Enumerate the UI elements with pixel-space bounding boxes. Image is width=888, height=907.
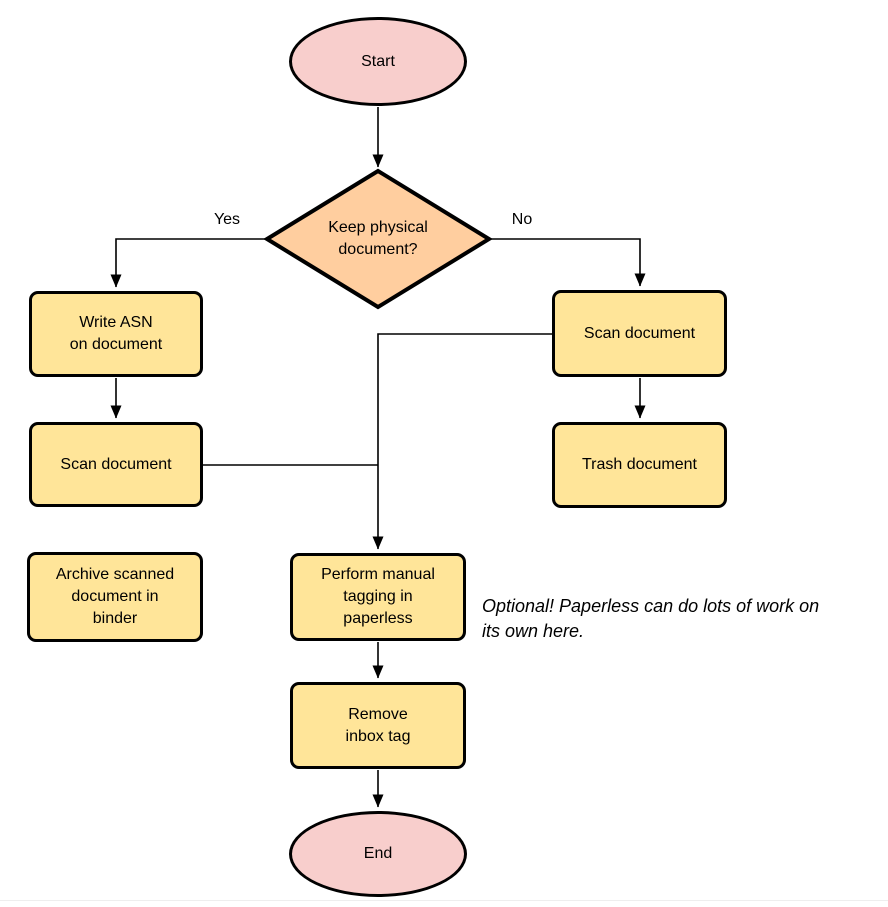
edge-decision-yes-to-write-asn: [110, 238, 267, 288]
node-scan-document-left: Scan document: [29, 422, 203, 507]
node-remove-inbox-tag: Remove inbox tag: [290, 682, 466, 769]
node-label: Scan document: [60, 455, 172, 473]
node-label: Start: [361, 52, 395, 70]
node-trash-document: Trash document: [552, 422, 727, 508]
node-start: Start: [289, 17, 467, 106]
node-write-asn: Write ASN on document: [29, 291, 203, 377]
edge-label-yes: Yes: [213, 211, 241, 228]
node-label: Keep physical document?: [328, 219, 428, 258]
node-archive-binder: Archive scanned document in binder: [27, 552, 203, 642]
node-label: Write ASN on document: [69, 314, 163, 353]
node-label: Trash document: [581, 456, 697, 473]
bottom-divider: [0, 900, 888, 901]
node-label: End: [363, 845, 393, 862]
node-manual-tagging: Perform manual tagging in paperless: [290, 553, 466, 641]
node-label: Archive scanned document in binder: [55, 566, 175, 627]
edge-decision-no-to-scan-right: [489, 238, 646, 287]
decision-diamond-shape: [263, 168, 493, 310]
node-scan-document-right: Scan document: [552, 290, 727, 377]
node-end: End: [289, 811, 467, 897]
node-label: Scan document: [583, 324, 696, 342]
edge-label-no: No: [511, 211, 533, 228]
optional-note: Optional! Paperless can do lots of work …: [482, 596, 820, 641]
node-label: Perform manual tagging in paperless: [321, 566, 435, 627]
edge-scan-right-to-tagging: [372, 333, 552, 550]
node-decision: Keep physical document?: [288, 216, 468, 262]
node-label: Remove inbox tag: [345, 705, 411, 745]
